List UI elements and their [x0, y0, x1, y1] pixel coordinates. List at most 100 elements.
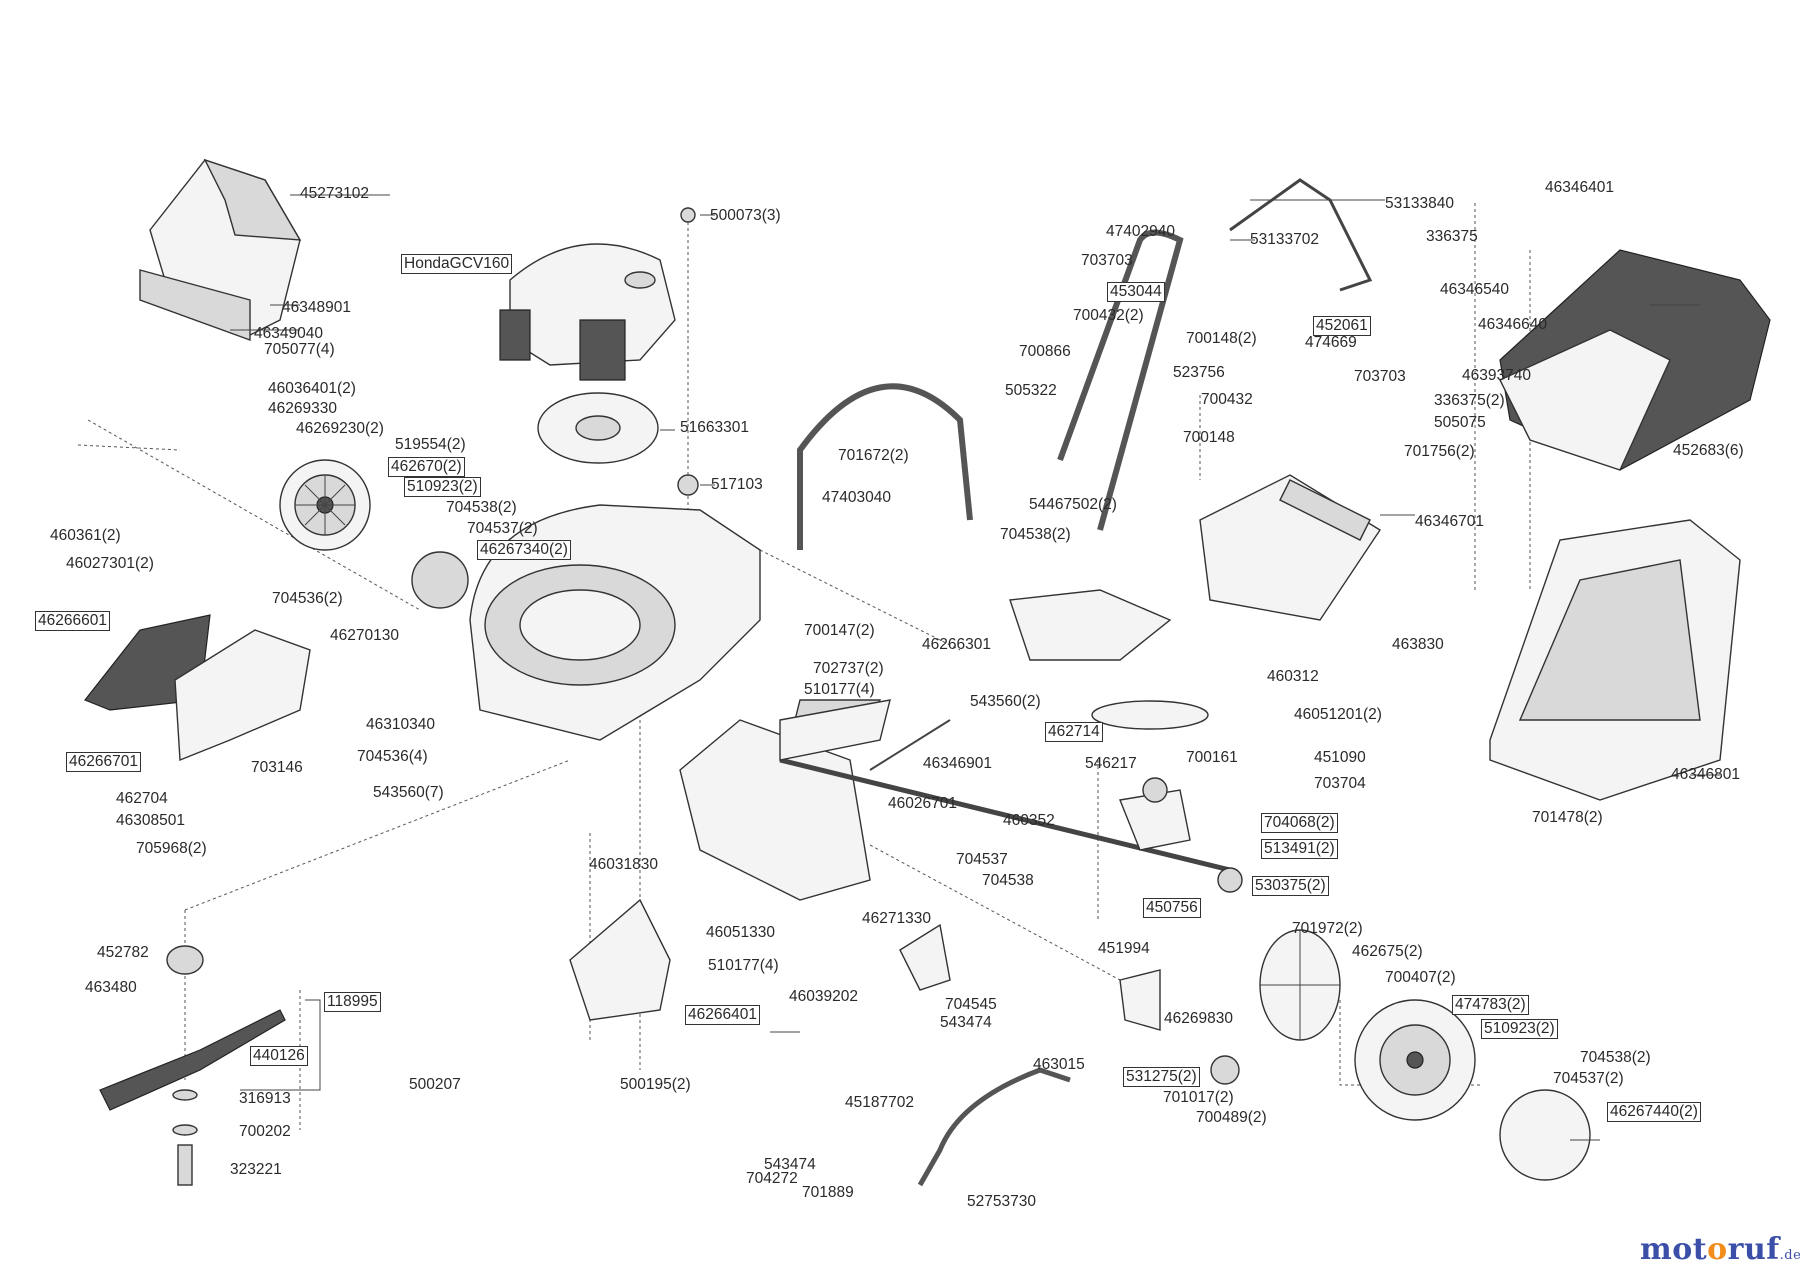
callout-700489-2: 700489(2): [1196, 1109, 1267, 1126]
callout-705968-2: 705968(2): [136, 840, 207, 857]
callout-46267340-2: 46267340(2): [477, 540, 571, 560]
grass-box-lid: [1199, 474, 1381, 621]
callout-452061: 452061: [1313, 316, 1371, 336]
left-front-wheel: [279, 459, 371, 551]
rear-wheel-inner-gear: [1259, 929, 1341, 1041]
callout-hondagcv160: HondaGCV160: [401, 254, 513, 274]
callout-704536-4: 704536(4): [357, 748, 428, 765]
callout-47402940: 47402940: [1106, 223, 1175, 240]
callout-519554-2: 519554(2): [395, 436, 466, 453]
callout-46039202: 46039202: [789, 988, 858, 1005]
engine-cover: [139, 158, 302, 341]
callout-704537-2b: 704537(2): [1553, 1070, 1624, 1087]
callout-703703b: 703703: [1354, 368, 1406, 385]
callout-462670-2: 462670(2): [388, 457, 465, 477]
callout-46348901: 46348901: [282, 299, 351, 316]
callout-46266401: 46266401: [685, 1005, 760, 1025]
watermark-part2: o: [1707, 1232, 1728, 1267]
callout-46031830: 46031830: [589, 856, 658, 873]
callout-46269230-2: 46269230(2): [296, 420, 384, 437]
callout-701972-2: 701972(2): [1292, 920, 1363, 937]
grass-basket: [1489, 519, 1741, 801]
callout-463480: 463480: [85, 979, 137, 996]
callout-700432: 700432: [1201, 391, 1253, 408]
callout-510177-4a: 510177(4): [804, 681, 875, 698]
callout-440126: 440126: [250, 1046, 308, 1066]
callout-46346540: 46346540: [1440, 281, 1509, 298]
callout-500195-2: 500195(2): [620, 1076, 691, 1093]
callout-704538-2c: 704538(2): [1580, 1049, 1651, 1066]
callout-701756-2: 701756(2): [1404, 443, 1475, 460]
callout-53133840: 53133840: [1385, 195, 1454, 212]
callout-510923-2a: 510923(2): [404, 477, 481, 497]
roller-530375: [1217, 867, 1243, 893]
watermark-part3: ruf: [1727, 1232, 1780, 1267]
callout-462714: 462714: [1045, 722, 1103, 742]
callout-704538-2a: 704538(2): [446, 499, 517, 516]
axle: [779, 757, 1231, 873]
callout-531275-2: 531275(2): [1123, 1067, 1200, 1087]
callout-46269830: 46269830: [1164, 1010, 1233, 1027]
callout-46393740: 46393740: [1462, 367, 1531, 384]
watermark-part4: .de: [1779, 1248, 1800, 1263]
callout-45273102: 45273102: [300, 185, 369, 202]
height-plate: [1119, 969, 1161, 1031]
callout-701017-2: 701017(2): [1163, 1089, 1234, 1106]
pulley: [1142, 777, 1168, 803]
callout-46271330: 46271330: [862, 910, 931, 927]
callout-51663301: 51663301: [680, 419, 749, 436]
plate-46346901: [779, 699, 891, 761]
callout-46346401: 46346401: [1545, 179, 1614, 196]
spring-rod: [869, 719, 951, 771]
callout-118995: 118995: [324, 992, 381, 1012]
blade: [99, 945, 286, 1186]
callout-450756: 450756: [1143, 898, 1201, 918]
callout-510177-4b: 510177(4): [708, 957, 779, 974]
callout-543560-7: 543560(7): [373, 784, 444, 801]
honda-engine: [499, 243, 676, 381]
callout-46266301: 46266301: [922, 636, 991, 653]
callout-46310340: 46310340: [366, 716, 435, 733]
callout-704068-2: 704068(2): [1261, 813, 1338, 833]
callout-703703a: 703703: [1081, 252, 1133, 269]
callout-517103: 517103: [711, 476, 763, 493]
callout-704537-2a: 704537(2): [467, 520, 538, 537]
callout-700202: 700202: [239, 1123, 291, 1140]
callout-700148-2: 700148(2): [1186, 330, 1257, 347]
callout-46346640: 46346640: [1478, 316, 1547, 333]
callout-704538-2b: 704538(2): [1000, 526, 1071, 543]
callout-46051330: 46051330: [706, 924, 775, 941]
callout-500073-3: 500073(3): [710, 207, 781, 224]
upper-handle: [1057, 229, 1184, 531]
callout-474783-2: 474783(2): [1452, 995, 1529, 1015]
callout-701478-2: 701478(2): [1532, 809, 1603, 826]
callout-52753730: 52753730: [967, 1193, 1036, 1210]
toothed-gear: [1210, 1055, 1240, 1085]
callout-505075: 505075: [1434, 414, 1486, 431]
callout-700407-2: 700407(2): [1385, 969, 1456, 986]
callout-543560-2: 543560(2): [970, 693, 1041, 710]
funnel-46039202: [899, 923, 951, 991]
callout-700432-2: 700432(2): [1073, 307, 1144, 324]
callout-46346801: 46346801: [1671, 766, 1740, 783]
callout-53133702: 53133702: [1250, 231, 1319, 248]
callout-462675-2: 462675(2): [1352, 943, 1423, 960]
callout-452782: 452782: [97, 944, 149, 961]
rear-hub-cap: [1499, 1089, 1591, 1181]
watermark-part1: mot: [1640, 1232, 1708, 1267]
callout-45187702: 45187702: [845, 1094, 914, 1111]
callout-546217: 546217: [1085, 755, 1137, 772]
callout-523756: 523756: [1173, 364, 1225, 381]
rear-wheel: [1354, 999, 1476, 1121]
callout-451090: 451090: [1314, 749, 1366, 766]
callout-463015: 463015: [1033, 1056, 1085, 1073]
callout-543474b: 543474: [764, 1156, 816, 1173]
height-lever: [917, 1067, 1071, 1187]
callout-704536-2: 704536(2): [272, 590, 343, 607]
callout-704538: 704538: [982, 872, 1034, 889]
callout-451994: 451994: [1098, 940, 1150, 957]
callout-46349040: 46349040: [254, 325, 323, 342]
callout-702737-2: 702737(2): [813, 660, 884, 677]
callout-47403040: 47403040: [822, 489, 891, 506]
